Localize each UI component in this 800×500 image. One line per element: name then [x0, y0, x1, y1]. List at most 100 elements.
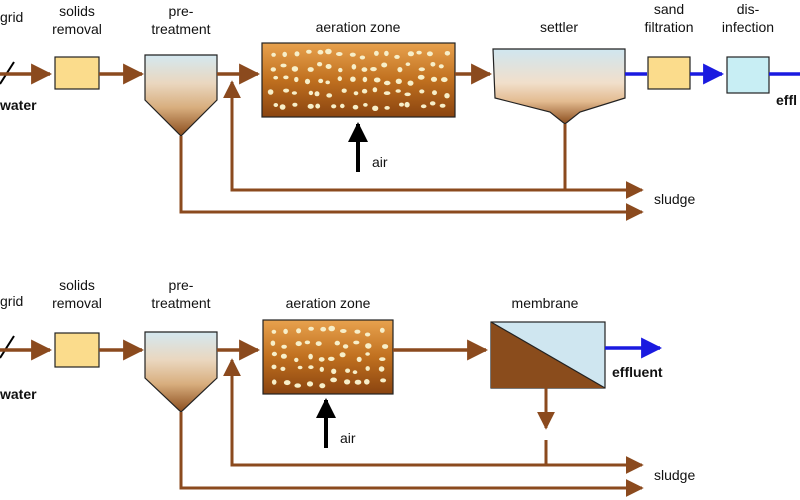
top-settler-label: settler — [540, 19, 578, 35]
air-bubble — [270, 340, 276, 346]
air-bubble — [383, 91, 391, 95]
air-bubble — [344, 379, 351, 385]
air-bubble — [325, 80, 331, 85]
air-bubble — [380, 378, 387, 383]
air-bubble — [349, 52, 356, 57]
air-bubble — [379, 327, 385, 333]
top-sand-filtration-box — [647, 56, 691, 90]
air-bubble — [280, 366, 286, 371]
air-bubble — [283, 328, 288, 335]
air-bubble — [352, 104, 359, 110]
air-bubble — [426, 51, 433, 57]
air-bubble — [296, 328, 302, 334]
air-bubble — [271, 351, 277, 357]
air-bubble — [308, 326, 314, 331]
bottom-solids-removal-box — [54, 332, 100, 368]
bottom-pretreatment-sludge-line — [179, 412, 644, 497]
top-aeration-label: aeration zone — [316, 19, 401, 35]
air-bubble — [372, 87, 378, 93]
air-bubble — [271, 364, 277, 370]
air-bubble — [271, 379, 277, 385]
air-bubble — [417, 74, 425, 80]
air-bubble — [318, 357, 325, 362]
air-bubble — [340, 103, 345, 109]
air-bubble — [281, 344, 287, 349]
air-bubble — [432, 90, 437, 96]
air-bubble — [317, 49, 324, 55]
air-bubble — [331, 104, 337, 109]
air-bubble — [354, 379, 362, 385]
air-bubble — [328, 325, 336, 332]
top-pretreatment-label-1: pre- — [169, 3, 194, 19]
air-bubble — [365, 343, 372, 349]
air-bubble — [364, 379, 370, 385]
top-sludge-label: sludge — [654, 191, 695, 207]
air-bubble — [381, 62, 388, 68]
air-bubble — [340, 329, 347, 333]
air-bubble — [308, 365, 314, 370]
air-bubble — [319, 383, 326, 389]
air-bubble — [280, 63, 287, 68]
bottom-pretreatment-label-1: pre- — [169, 277, 194, 293]
air-bubble — [279, 104, 286, 110]
air-bubble — [384, 50, 389, 57]
air-bubble — [320, 326, 327, 332]
air-bubble — [429, 101, 436, 106]
bottom-aeration-bubbles — [270, 325, 389, 389]
top-settler — [492, 48, 626, 125]
air-bubble — [336, 52, 343, 56]
air-bubble — [379, 357, 386, 361]
top-pretreatment-sludge-line — [179, 136, 644, 221]
air-bubble — [430, 62, 436, 67]
bottom-sludge-label: sludge — [654, 467, 695, 483]
air-bubble — [315, 341, 322, 346]
air-bubble — [273, 75, 279, 80]
air-bubble — [306, 49, 312, 54]
air-bubble — [439, 103, 446, 108]
air-bubble — [307, 67, 314, 72]
top-solids-label-1: solids — [59, 3, 95, 19]
top-aeration-bubbles — [267, 48, 451, 112]
air-bubble — [394, 54, 400, 59]
bottom-air-label: air — [340, 430, 356, 446]
air-bubble — [395, 89, 401, 93]
air-bubble — [291, 66, 299, 72]
air-bubble — [365, 352, 370, 356]
air-bubble — [397, 67, 403, 73]
air-bubble — [384, 106, 390, 110]
air-bubble — [351, 64, 357, 70]
air-bubble — [283, 75, 289, 80]
top-solids-removal-box — [54, 56, 100, 90]
bottom-grid-label: grid — [0, 293, 23, 309]
air-bubble — [325, 48, 332, 55]
air-bubble — [416, 50, 422, 55]
top-solids-label-2: removal — [52, 21, 102, 37]
air-bubble — [339, 352, 346, 358]
air-bubble — [337, 76, 342, 82]
air-bubble — [383, 80, 391, 86]
air-bubble — [418, 67, 425, 72]
bottom-water-label: water — [0, 386, 37, 402]
air-bubble — [308, 353, 313, 360]
air-bubble — [282, 51, 288, 58]
air-bubble — [444, 93, 450, 99]
air-bubble — [326, 93, 333, 98]
air-bubble — [374, 50, 379, 56]
air-bubble — [382, 344, 389, 349]
top-water-label: water — [0, 97, 37, 113]
air-bubble — [317, 61, 323, 67]
air-bubble — [359, 55, 366, 60]
air-bubble — [319, 366, 324, 372]
air-bubble — [350, 76, 356, 82]
air-bubble — [430, 76, 438, 82]
air-bubble — [405, 62, 411, 66]
air-bubble — [364, 332, 371, 337]
air-bubble — [318, 78, 324, 84]
top-pretreatment-label-2: treatment — [151, 21, 210, 37]
top-disinfection-box — [726, 56, 770, 94]
top-pretreatment-tank — [144, 54, 218, 137]
air-bubble — [325, 64, 332, 69]
air-bubble — [399, 102, 404, 107]
top-disinfection-label-1: dis- — [737, 1, 760, 17]
